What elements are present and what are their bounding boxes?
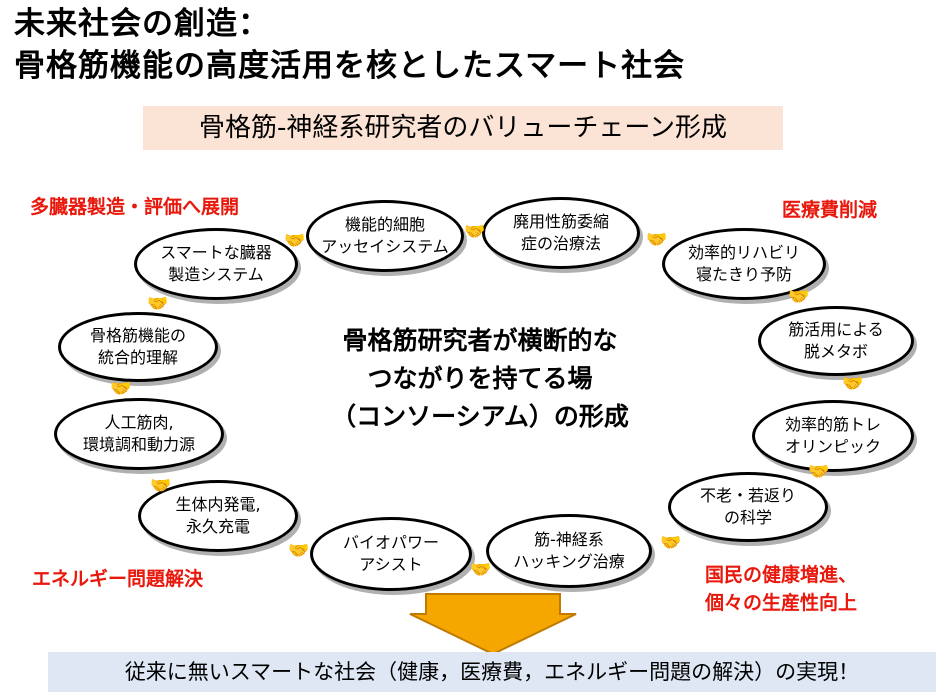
label-energy: エネルギー問題解決 xyxy=(32,568,204,590)
node-label: 効率的筋トレ オリンピック xyxy=(784,415,881,456)
handshake-icon: 🤝 xyxy=(470,560,492,580)
node-neural-hacking: 筋-神経系 ハッキング治療 xyxy=(486,514,652,588)
handshake-icon: 🤝 xyxy=(808,462,830,482)
handshake-icon: 🤝 xyxy=(284,231,306,251)
node-label: 廃用性筋委縮 症の治療法 xyxy=(512,212,609,253)
consortium-center-text: 骨格筋研究者が横断的な つながりを持てる場 （コンソーシアム）の形成 xyxy=(290,322,670,436)
down-arrow-icon xyxy=(409,593,577,656)
handshake-icon: 🤝 xyxy=(660,533,682,553)
center-line-3: （コンソーシアム）の形成 xyxy=(331,402,629,431)
node-label: 人工筋肉, 環境調和動力源 xyxy=(82,413,195,454)
node-label: 機能的細胞 アッセイシステム xyxy=(321,215,449,256)
node-label: 骨格筋機能の 統合的理解 xyxy=(89,326,186,367)
node-label: スマートな臓器 製造システム xyxy=(160,243,272,284)
node-label: 生体内発電, 永久充電 xyxy=(175,495,261,536)
label-health-1: 国民の健康増進、 xyxy=(705,564,858,586)
center-line-1: 骨格筋研究者が横断的な xyxy=(342,326,618,355)
subtitle-banner: 骨格筋-神経系研究者のバリューチェーン形成 xyxy=(143,106,783,150)
handshake-icon: 🤝 xyxy=(150,476,172,496)
down-arrow-shape xyxy=(409,593,577,656)
node-bio-power-assist: バイオパワー アシスト xyxy=(310,517,472,591)
node-training-olympic: 効率的筋トレ オリンピック xyxy=(752,400,914,472)
node-cell-assay: 機能的細胞 アッセイシステム xyxy=(306,200,464,272)
label-multi-organ: 多臓器製造・評価へ展開 xyxy=(30,196,240,218)
handshake-icon: 🤝 xyxy=(147,294,169,314)
node-rehabilitation: 効率的リハビリ 寝たきり予防 xyxy=(662,228,826,300)
node-label: 不老・若返り の科学 xyxy=(699,486,796,527)
label-health-2: 個々の生産性向上 xyxy=(705,592,858,614)
handshake-icon: 🤝 xyxy=(646,230,668,250)
node-label: 筋活用による 脱メタボ xyxy=(788,320,884,361)
label-medical-cost: 医療費削減 xyxy=(782,199,878,221)
node-anti-aging: 不老・若返り の科学 xyxy=(668,472,828,542)
handshake-icon: 🤝 xyxy=(464,222,486,242)
title-line-1: 未来社会の創造： xyxy=(14,6,270,42)
handshake-icon: 🤝 xyxy=(110,379,132,399)
handshake-icon: 🤝 xyxy=(842,374,864,394)
node-integrated-understanding: 骨格筋機能の 統合的理解 xyxy=(58,312,218,382)
node-label: 効率的リハビリ 寝たきり予防 xyxy=(687,243,800,284)
node-label: バイオパワー アシスト xyxy=(342,533,439,574)
node-atrophy-treatment: 廃用性筋委縮 症の治療法 xyxy=(482,197,640,269)
node-organ-manufacturing: スマートな臓器 製造システム xyxy=(134,228,298,300)
handshake-icon: 🤝 xyxy=(288,541,310,561)
node-label: 筋-神経系 ハッキング治療 xyxy=(513,530,625,571)
handshake-icon: 🤝 xyxy=(788,287,810,307)
node-anti-metabo: 筋活用による 脱メタボ xyxy=(758,306,914,376)
node-in-vivo-power: 生体内発電, 永久充電 xyxy=(138,480,298,552)
center-line-2: つながりを持てる場 xyxy=(367,364,593,393)
footer-banner: 従来に無いスマートな社会（健康，医療費，エネルギー問題の解決）の実現！ xyxy=(48,652,936,692)
node-artificial-muscle: 人工筋肉, 環境調和動力源 xyxy=(54,398,224,470)
title-line-2: 骨格筋機能の高度活用を核としたスマート社会 xyxy=(14,48,686,84)
